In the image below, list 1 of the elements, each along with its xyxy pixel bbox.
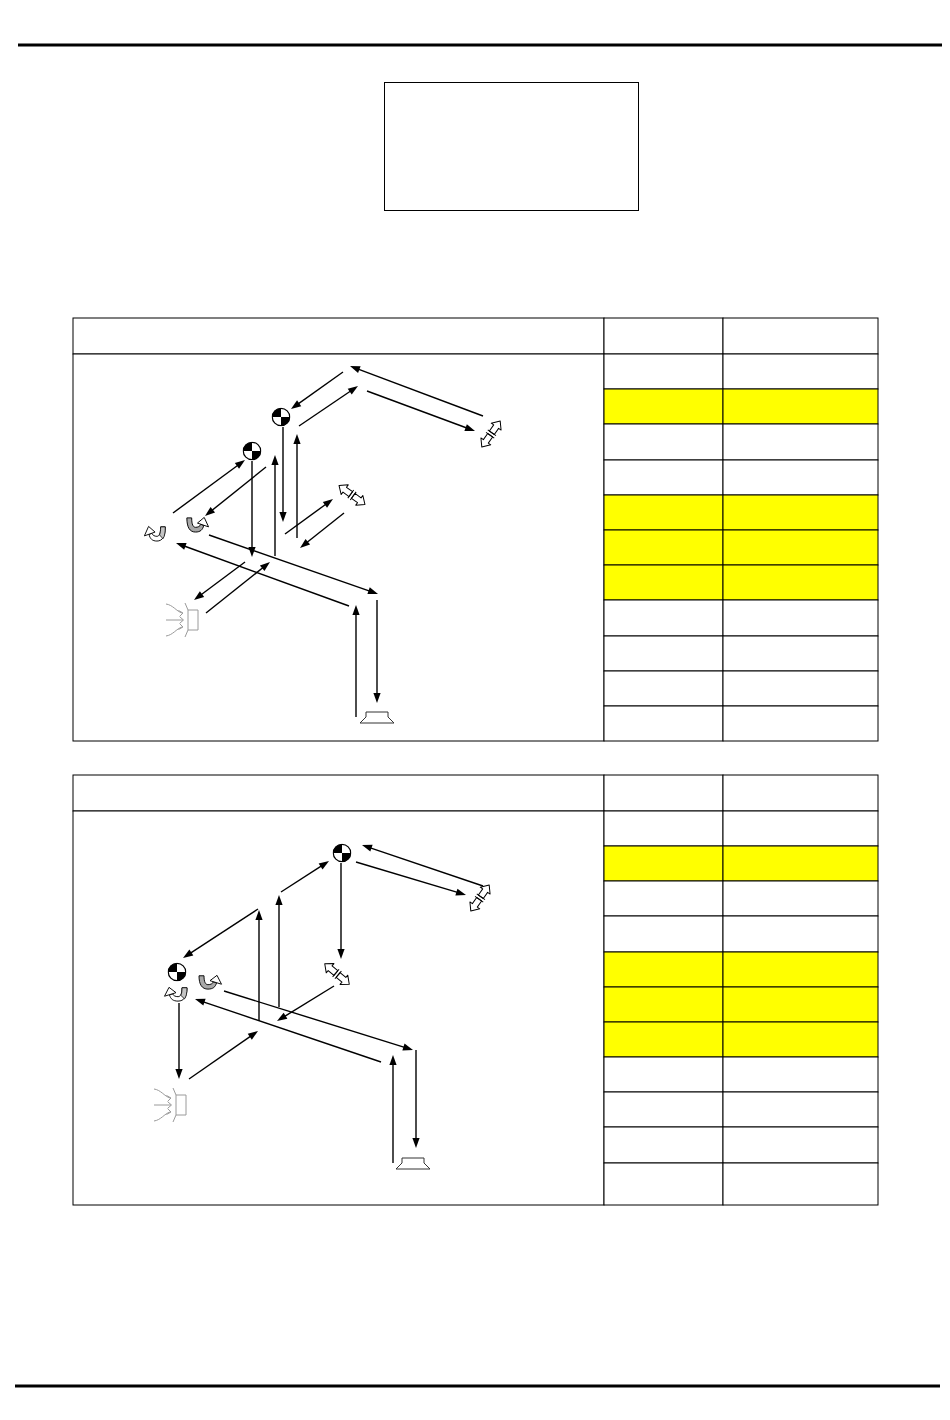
blank-frame [384,82,639,211]
